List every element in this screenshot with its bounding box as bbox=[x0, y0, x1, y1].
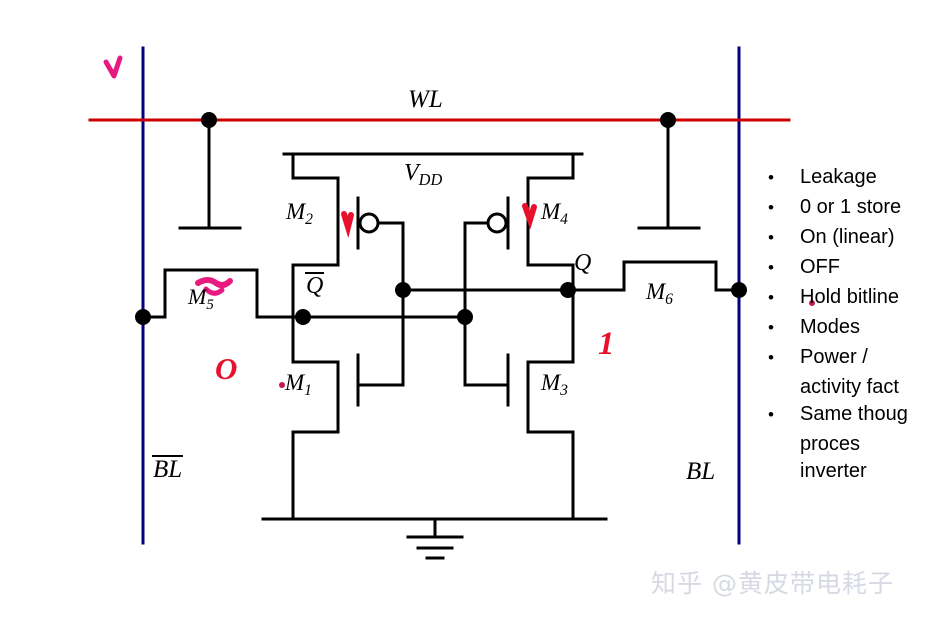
m6-index: 6 bbox=[665, 291, 673, 308]
list-item-label: Power / bbox=[800, 346, 868, 368]
blbar-text: BL bbox=[152, 455, 184, 483]
m5-name: M bbox=[188, 284, 207, 309]
m3-index: 3 bbox=[560, 382, 568, 399]
transistor-label-m5: M5 bbox=[188, 284, 214, 314]
list-item-label: On (linear) bbox=[800, 226, 895, 248]
vdd-v: V bbox=[404, 160, 419, 186]
list-item: • OFF bbox=[764, 254, 926, 281]
bullet-icon: • bbox=[768, 228, 774, 247]
list-item-label: Same thoug bbox=[800, 403, 908, 425]
node-label-q: Q bbox=[574, 250, 592, 276]
bullet-icon: • bbox=[768, 405, 774, 424]
bullet-icon: • bbox=[768, 258, 774, 277]
m5-index: 5 bbox=[206, 296, 214, 313]
m1-name: M bbox=[285, 370, 305, 395]
list-item: • Hold bitline bbox=[764, 284, 926, 311]
transistor-label-m1: M1 bbox=[285, 370, 312, 400]
vdd-label: VDD bbox=[404, 160, 442, 190]
list-item: • Modes bbox=[764, 314, 926, 341]
node-label-qbar: Q bbox=[305, 272, 325, 300]
list-item: • Leakage bbox=[764, 164, 926, 191]
m6-name: M bbox=[646, 279, 666, 304]
list-item-label: 0 or 1 store bbox=[800, 196, 902, 218]
junction-dots bbox=[135, 112, 747, 325]
list-item: • Power / bbox=[764, 344, 926, 371]
m2-name: M bbox=[286, 199, 306, 224]
bullet-icon: • bbox=[768, 168, 774, 187]
annotation-stored-one: 1 bbox=[598, 326, 615, 362]
bullet-icon: • bbox=[768, 348, 774, 367]
m4-index: 4 bbox=[560, 211, 568, 228]
wordline-label: WL bbox=[408, 86, 443, 113]
handwritten-marks bbox=[103, 55, 815, 388]
transistor-label-m4: M4 bbox=[541, 199, 568, 229]
list-item-label: Modes bbox=[800, 316, 861, 338]
transistor-label-m2: M2 bbox=[286, 199, 313, 229]
notes-bullet-list: • Leakage • 0 or 1 store • On (linear) •… bbox=[764, 164, 926, 485]
list-item-label: Hold bitline bbox=[800, 286, 899, 308]
annotation-stored-zero: O bbox=[215, 351, 238, 386]
list-item-label: Leakage bbox=[800, 166, 877, 188]
list-item-continuation: inverter bbox=[800, 460, 867, 482]
m2-index: 2 bbox=[305, 211, 313, 228]
bullet-icon: • bbox=[768, 288, 774, 307]
vdd-subscript: DD bbox=[418, 170, 443, 190]
watermark: 知乎 @黄皮带电耗子 bbox=[651, 569, 894, 598]
m3-name: M bbox=[541, 370, 561, 395]
qbar-text: Q bbox=[305, 272, 325, 299]
list-item: • On (linear) bbox=[764, 224, 926, 251]
transistor-label-m3: M3 bbox=[541, 370, 568, 400]
bitline-label: BL bbox=[686, 458, 716, 485]
list-item-continuation: activity fact bbox=[800, 376, 899, 398]
list-item-continuation: proces bbox=[800, 433, 861, 455]
list-item: • Same thoug bbox=[764, 401, 926, 428]
list-item-label: OFF bbox=[800, 256, 840, 278]
bitline-bar-label: BL bbox=[152, 455, 184, 484]
bullet-icon: • bbox=[768, 198, 774, 217]
m4-name: M bbox=[541, 199, 561, 224]
m1-index: 1 bbox=[304, 382, 312, 399]
list-item: • 0 or 1 store bbox=[764, 194, 926, 221]
bullet-icon: • bbox=[768, 318, 774, 337]
transistor-label-m6: M6 bbox=[646, 279, 673, 309]
